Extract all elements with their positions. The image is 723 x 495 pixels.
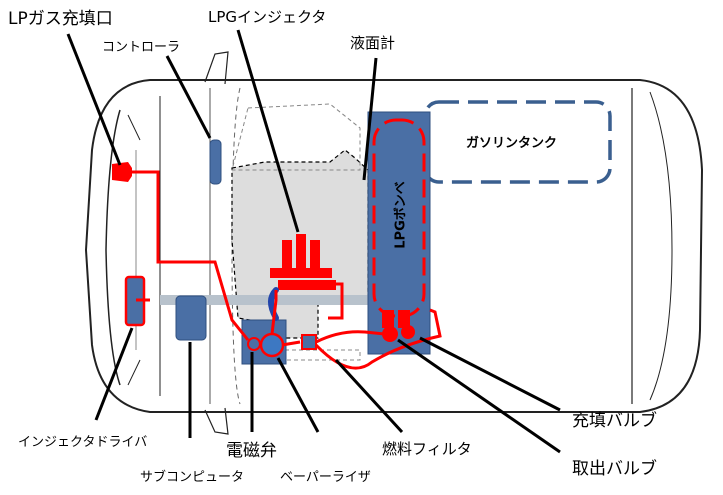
fuel-filter-box [301, 334, 317, 350]
label-lp-gas-filler: LPガス充填口 [8, 9, 113, 29]
leader-lines [66, 29, 561, 454]
label-vaporizer: ベーパーライザ [280, 470, 371, 485]
label-controller: コントローラ [102, 40, 181, 55]
label-lpg-cylinder: LPGボンベ [393, 181, 409, 249]
gasoline-tank-outline [423, 100, 612, 184]
lpg-cylinder-outline [372, 118, 426, 318]
injector-assembly [270, 234, 336, 290]
label-sub-computer: サブコンピュータ [140, 470, 245, 485]
label-fuel-filter: 燃料フィルタ [382, 440, 472, 458]
vaporizer-circle [259, 332, 285, 358]
controller-box [209, 139, 222, 185]
label-injector-driver: インジェクタドライバ [18, 435, 148, 450]
label-gasoline-tank: ガソリンタンク [466, 136, 558, 151]
label-solenoid-valve: 電磁弁 [226, 441, 277, 461]
sub-computer-box [175, 295, 207, 341]
label-lpg-injector: LPGインジェクタ [208, 8, 327, 26]
car-body [84, 51, 704, 435]
label-fill-valve: 充填バルブ [572, 411, 657, 431]
filler-port [112, 162, 132, 182]
valve-cluster [382, 310, 415, 342]
label-level-gauge: 液面計 [350, 34, 396, 52]
solenoid-valve-circle [247, 337, 261, 351]
label-outlet-valve: 取出バルブ [572, 459, 657, 479]
